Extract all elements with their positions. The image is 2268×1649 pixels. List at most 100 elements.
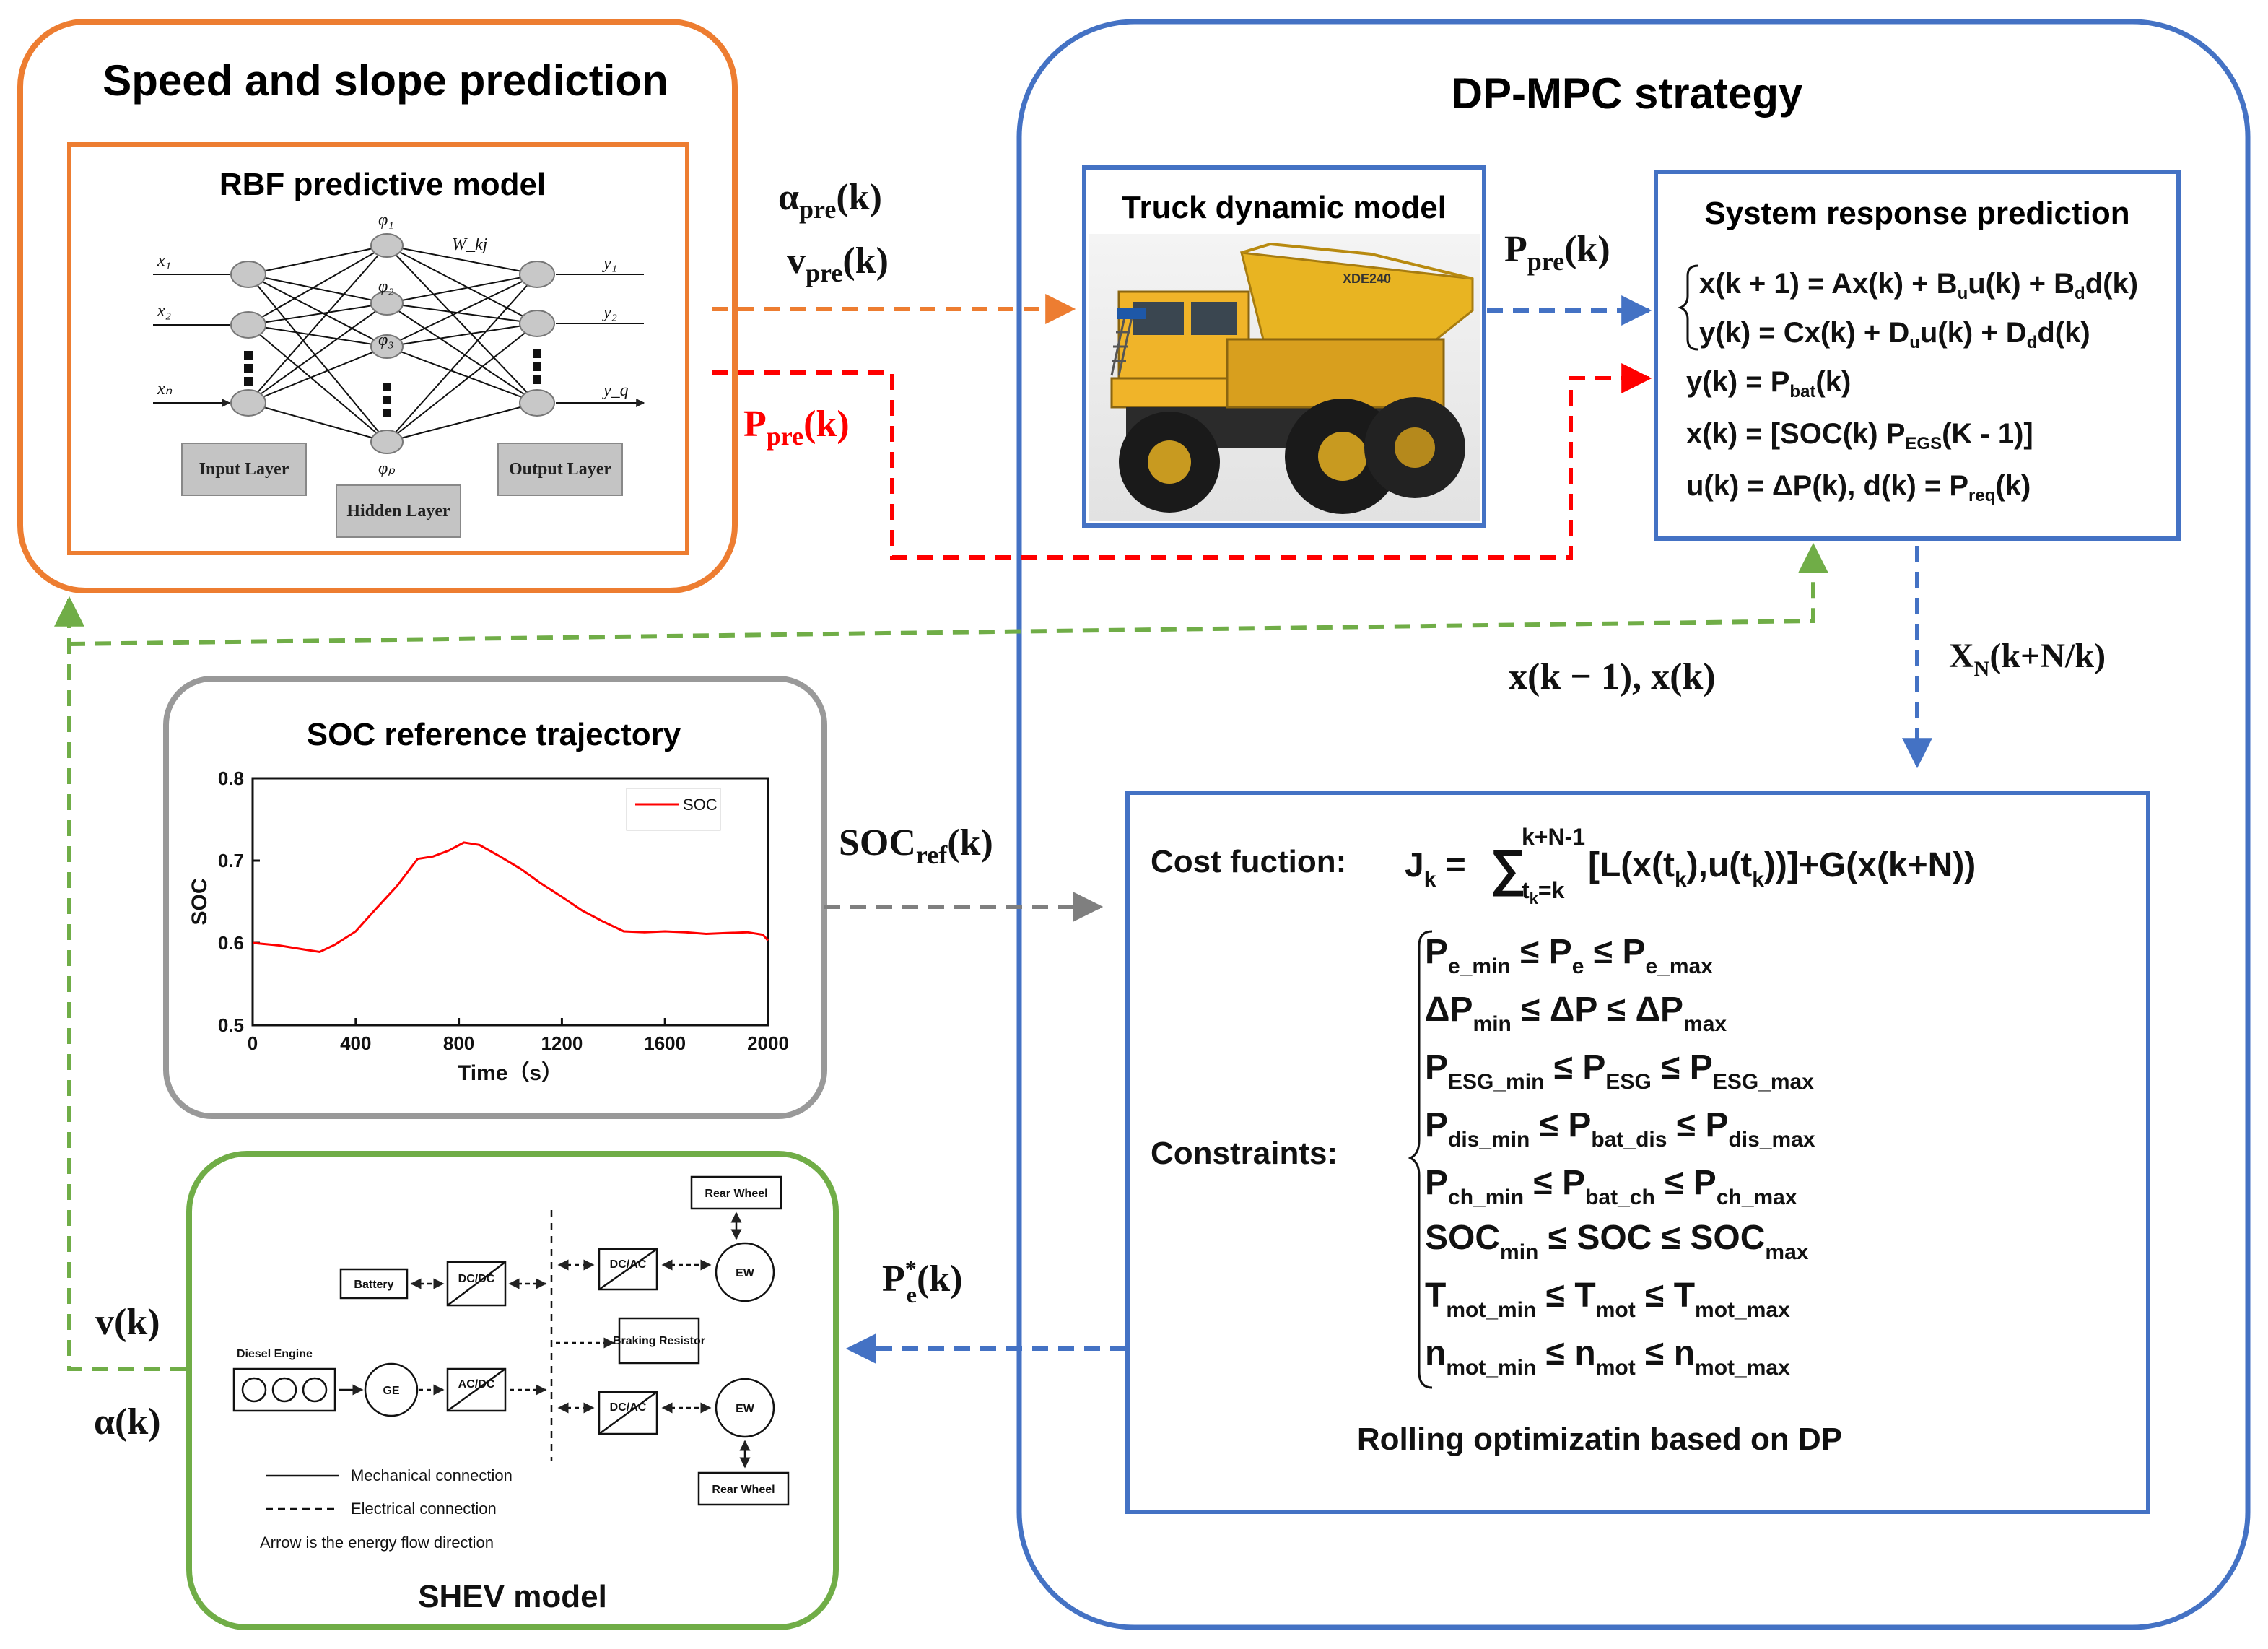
rear-wheel-bottom-box (697, 1471, 790, 1506)
x-tick-label: 1200 (541, 1032, 583, 1054)
x-tick-label: 2000 (747, 1032, 789, 1054)
soc-legend-label: SOC (683, 796, 718, 814)
x-tick-label: 0 (248, 1032, 258, 1054)
svg-text:k+N-1: k+N-1 (1522, 824, 1585, 850)
ew-top-label: EW (736, 1267, 755, 1279)
input-label: xₙ (157, 380, 173, 399)
shev-title: SHEV model (418, 1579, 607, 1614)
svg-text:tk=k: tk=k (1522, 877, 1565, 908)
output-node (519, 310, 555, 337)
diesel-engine-label: Diesel Engine (237, 1348, 313, 1360)
input-node (230, 311, 266, 339)
hidden-layer-label: Hidden Layer (346, 502, 450, 521)
battery-label: Battery (354, 1279, 393, 1291)
input-label: x₁ (157, 251, 171, 270)
soc-legend-box (626, 788, 721, 831)
input-node (230, 389, 266, 417)
cost-function-label: Cost fuction: (1151, 844, 1346, 879)
soc-series-line (252, 841, 769, 954)
ew-top-circle (715, 1242, 775, 1302)
output-label: y₂ (602, 303, 617, 322)
svg-text:ΔPmin ≤ ΔP ≤ ΔPmax: ΔPmin ≤ ΔP ≤ ΔPmax (1425, 991, 1727, 1036)
speed-slope-title: Speed and slope prediction (103, 56, 668, 105)
truck-model-title: Truck dynamic model (1122, 190, 1447, 225)
hidden-label: φₚ (378, 459, 396, 478)
shev-panel: Rear Wheel Rear Wheel Battery DC/DC DC/A… (186, 1151, 839, 1630)
x-tick-label: 800 (443, 1032, 474, 1054)
svg-text:Jk =: Jk = (1405, 846, 1466, 892)
ge-label: GE (383, 1385, 399, 1397)
cost-function-equation: Jk = ∑ k+N-1 tk=k [L(x(tk),u(tk))]+G(x(k… (1405, 824, 1976, 908)
arrow-feedback-to-srp (69, 542, 1828, 646)
input-node (230, 261, 266, 288)
label-xn: XN(k+N/k) (1949, 637, 2106, 681)
rear-wheel-top-label: Rear Wheel (705, 1188, 767, 1200)
rbf-model-title: RBF predictive model (219, 167, 546, 202)
y-tick-label: 0.7 (218, 850, 244, 871)
output-node (519, 261, 555, 288)
x-axis-label: Time（s） (458, 1061, 563, 1085)
arrow-power-to-srp (712, 363, 1652, 560)
input-layer-box (181, 443, 307, 496)
rear-wheel-top-box (690, 1175, 782, 1210)
constraints-label: Constraints: (1151, 1136, 1338, 1171)
dcac-bottom-label: DC/AC (610, 1401, 647, 1414)
rear-wheel-bottom-label: Rear Wheel (712, 1484, 775, 1496)
ew-bottom-label: EW (736, 1403, 755, 1415)
hidden-label: φ₃ (378, 331, 394, 349)
label-v-pre: vpre(k) (787, 240, 889, 287)
hidden-node (370, 334, 404, 359)
output-label: y_q (602, 381, 629, 400)
ew-bottom-circle (715, 1378, 775, 1438)
rolling-optimization-box (1125, 791, 2150, 1514)
svg-text:[L(x(tk),u(tk))]+G(x(k+N)): [L(x(tk),u(tk))]+G(x(k+N)) (1588, 846, 1976, 892)
label-v-k: v(k) (95, 1302, 160, 1343)
output-layer-label: Output Layer (509, 460, 611, 479)
hidden-layer-box (336, 484, 461, 538)
legend-note: Arrow is the energy flow direction (260, 1533, 494, 1552)
truck-image: XDE240 (1089, 234, 1480, 521)
dp-mpc-title: DP-MPC strategy (1452, 69, 1803, 118)
svg-text:y(k) = Cx(k) + Duu(k) + Ddd(k): y(k) = Cx(k) + Duu(k) + Ddd(k) (1699, 317, 2090, 352)
svg-text:x(k + 1) = Ax(k) + Buu(k) + Bd: x(k + 1) = Ax(k) + Buu(k) + Bdd(k) (1699, 268, 2138, 303)
output-layer-box (497, 443, 623, 496)
hidden-label: φ₂ (378, 277, 394, 296)
label-p-pre-blue: Ppre(k) (1504, 229, 1610, 276)
legend-mechanical: Mechanical connection (351, 1466, 513, 1484)
flow-arrows (54, 294, 1932, 1371)
battery-box (339, 1268, 409, 1300)
truck-badge: XDE240 (1343, 271, 1391, 286)
speed-slope-panel: Speed and slope prediction RBF predictiv… (17, 19, 738, 593)
y-tick-label: 0.6 (218, 932, 244, 954)
svg-text:y(k) = Pbat(k): y(k) = Pbat(k) (1686, 366, 1851, 401)
label-p-pre-red: Ppre(k) (743, 404, 850, 451)
state-space-equations: x(k + 1) = Ax(k) + Buu(k) + Bdd(k) y(k) … (1677, 264, 2138, 505)
label-pe-star: P*e(k) (882, 1256, 963, 1308)
label-soc-ref: SOCref(k) (839, 822, 993, 869)
hidden-node (370, 430, 404, 454)
braking-resistor-label: Braking Resistor (613, 1335, 705, 1347)
ge-circle (364, 1362, 419, 1417)
hidden-node (370, 291, 404, 316)
input-label: x₂ (157, 302, 171, 321)
svg-text:∑: ∑ (1490, 840, 1526, 897)
input-layer-label: Input Layer (199, 460, 289, 479)
hidden-node (370, 233, 404, 258)
label-x-feedback: x(k − 1), x(k) (1509, 656, 1716, 697)
soc-panel-title: SOC reference trajectory (307, 717, 681, 752)
system-response-box (1654, 170, 2181, 541)
y-tick-label: 0.5 (218, 1014, 244, 1036)
braking-resistor-box (618, 1317, 700, 1365)
x-tick-label: 400 (340, 1032, 371, 1054)
rbf-network: x₁ x₂ xₙ φ₁ φ₂ φ₃ φₚ W_kj y₁ y₂ y_q Inpu… (153, 211, 644, 538)
dcac-top-label: DC/AC (610, 1258, 647, 1271)
svg-text:x(k) = [SOC(k) PEGS(K - 1)]: x(k) = [SOC(k) PEGS(K - 1)] (1686, 418, 2033, 453)
dcdc-label: DC/DC (458, 1273, 495, 1285)
label-alpha-k: α(k) (94, 1401, 161, 1443)
rolling-optimization-caption: Rolling optimizatin based on DP (1357, 1422, 1842, 1457)
arrow-feedback-to-rbf (54, 596, 186, 1371)
hidden-label: φ₁ (378, 211, 394, 230)
